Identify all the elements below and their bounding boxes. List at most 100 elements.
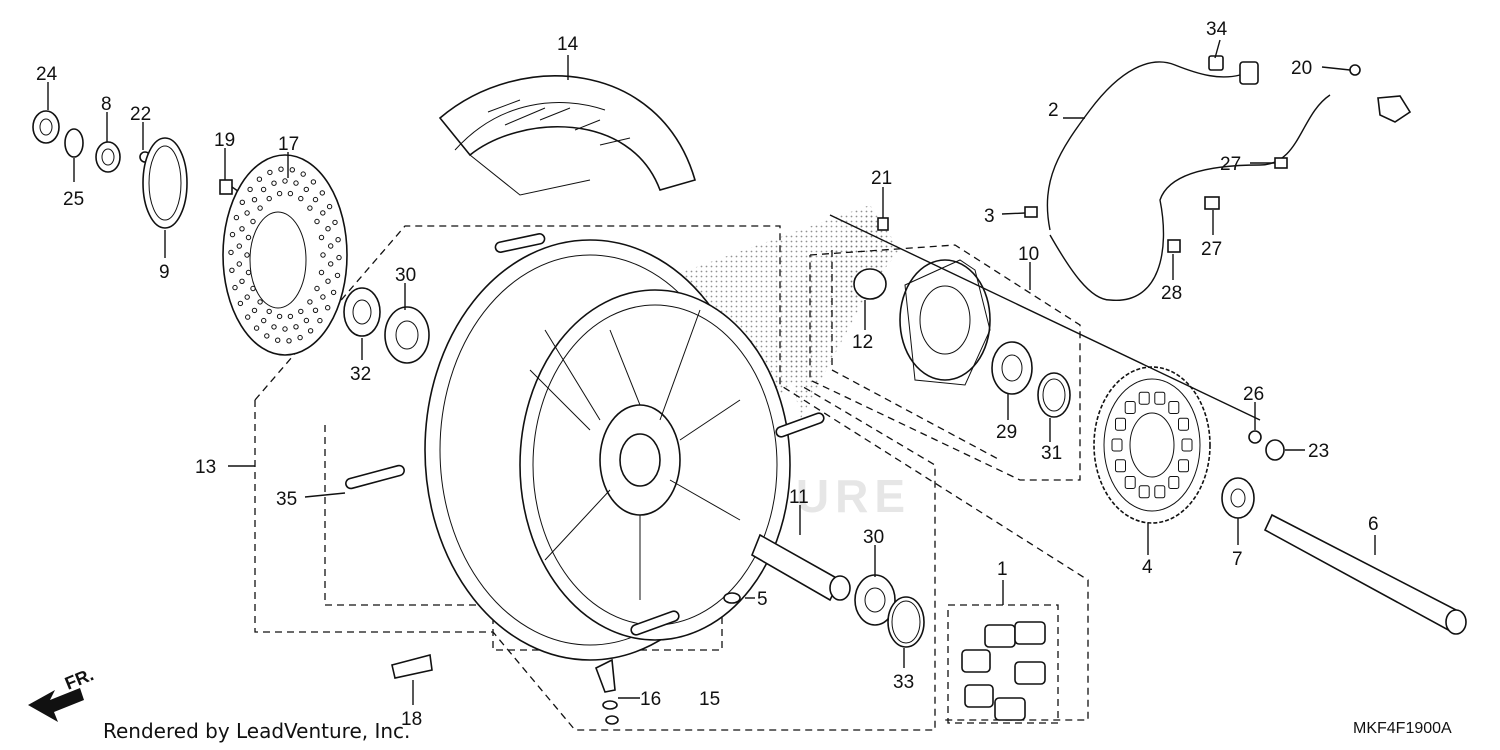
disc-hole [251, 197, 258, 203]
callout-35: 35 [276, 489, 297, 510]
credit-text: Rendered by LeadVenture, Inc. [103, 719, 410, 743]
disc-hole [244, 294, 250, 300]
callout-27a: 27 [1220, 154, 1241, 175]
rear-wheel [424, 233, 825, 661]
disc-hole [267, 169, 273, 176]
callout-3: 3 [984, 206, 995, 227]
disc-hole [245, 314, 251, 320]
disc-hole [320, 252, 326, 258]
callout-15: 15 [699, 689, 720, 710]
disc-hole [250, 218, 256, 225]
disc-hole [307, 299, 313, 305]
bearings-left [343, 287, 430, 364]
disc-hole [286, 338, 292, 344]
sprocket-slot [1138, 391, 1150, 405]
disc-hole [239, 199, 246, 206]
callout-13: 13 [195, 457, 216, 478]
disc-hole [256, 176, 263, 182]
disc-hole [236, 243, 243, 249]
disc-hole [326, 203, 333, 210]
callout-24: 24 [36, 64, 58, 85]
rear-tire [438, 75, 696, 196]
callout-18: 18 [401, 709, 422, 730]
disc-hole [237, 300, 244, 307]
leader-lines [47, 39, 1376, 705]
disc-hole [328, 243, 334, 249]
callout-34: 34 [1206, 19, 1228, 40]
disc-hole [239, 226, 245, 232]
disc-hole [282, 326, 288, 332]
disc-hole [318, 234, 325, 241]
callout-27b: 27 [1201, 239, 1222, 260]
disc-hole [298, 308, 304, 315]
disc-hole [332, 219, 338, 226]
callout-11: 11 [789, 487, 809, 508]
callout-10: 10 [1018, 244, 1039, 265]
disc-hole [312, 307, 319, 313]
disc-hole [297, 334, 303, 341]
callout-23: 23 [1308, 441, 1329, 462]
callout-22: 22 [130, 104, 151, 125]
disc-hole [244, 210, 250, 216]
callout-9: 9 [159, 262, 170, 283]
wheel-dampers [961, 621, 1046, 721]
disc-hole [293, 324, 299, 330]
sprocket-hub [853, 217, 1071, 418]
disc-hole [318, 269, 325, 276]
disc-hole [247, 186, 253, 193]
disc-hole [257, 299, 263, 305]
callout-12: 12 [852, 332, 873, 353]
disc-hole [325, 305, 331, 311]
callout-29: 29 [996, 422, 1017, 443]
disc-hole [300, 171, 306, 177]
clip-5 [723, 592, 741, 604]
sprocket-slot [1154, 391, 1166, 405]
disc-hole [244, 252, 250, 258]
callout-25: 25 [63, 189, 84, 210]
balance-weight-35 [345, 464, 405, 490]
disc-hole [336, 254, 342, 261]
disc-hole [260, 186, 267, 193]
disc-hole [334, 272, 341, 279]
callout-16: 16 [640, 689, 661, 710]
disc-hole [307, 328, 314, 334]
callout-7: 7 [1232, 549, 1243, 570]
disc-hole [229, 231, 236, 238]
axle-parts [1221, 430, 1467, 635]
patch-18 [391, 653, 433, 679]
disc-hole [245, 269, 252, 276]
sprocket-slot [1124, 476, 1136, 489]
callout-21: 21 [871, 168, 892, 189]
sprocket-slot [1115, 417, 1126, 431]
sprocket-slot [1178, 459, 1189, 473]
disc-hole [298, 195, 304, 202]
disc-hole [328, 261, 334, 267]
callout-5: 5 [757, 589, 768, 610]
disc-hole [278, 166, 284, 172]
disc-hole [282, 178, 288, 184]
sprocket-slot [1178, 417, 1189, 431]
callout-2: 2 [1048, 100, 1059, 121]
disc-hole [312, 196, 319, 203]
air-valve [594, 658, 619, 725]
disc-hole [320, 294, 326, 300]
fr-label: FR. [62, 664, 96, 693]
disc-hole [287, 190, 294, 197]
brake-disc [222, 154, 348, 356]
left-small-parts [32, 110, 249, 229]
disc-hole [264, 333, 270, 339]
disc-hole [307, 205, 313, 211]
disc-hole [276, 313, 283, 320]
disc-hole [250, 285, 256, 292]
wheel-speed-sensor-harness [1024, 55, 1412, 301]
disc-hole [335, 237, 341, 243]
disc-hole [314, 218, 320, 225]
callout-17: 17 [278, 134, 299, 155]
disc-hole [271, 324, 277, 330]
disc-hole [275, 337, 281, 343]
disc-hole [261, 317, 267, 324]
disc-hole [293, 180, 299, 186]
disc-hole [325, 278, 331, 284]
diagram-code: MKF4F1900A [1353, 720, 1452, 737]
